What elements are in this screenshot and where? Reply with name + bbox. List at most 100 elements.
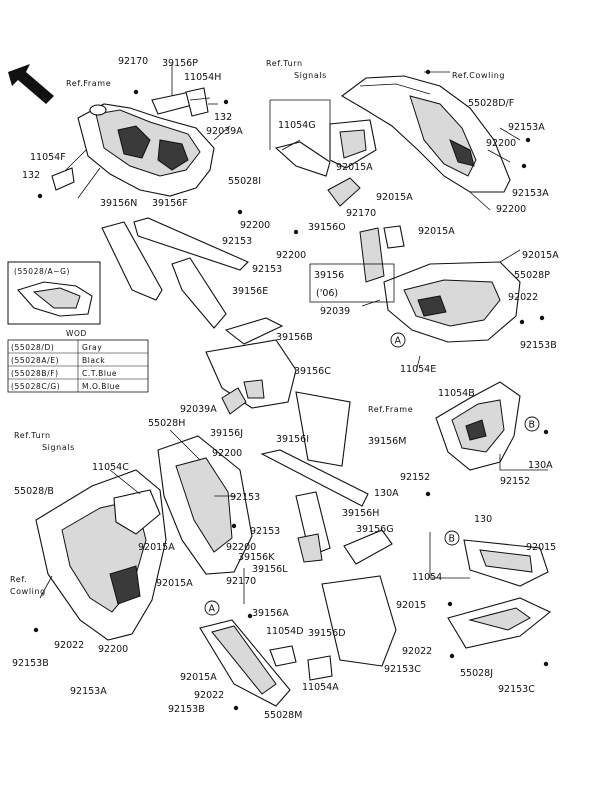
part-label: 92153A xyxy=(512,188,549,199)
pad-39156c xyxy=(205,339,297,409)
part-label: 92015A xyxy=(376,192,413,203)
part-label: 92153 xyxy=(252,264,282,275)
part-label: 92039 xyxy=(320,306,350,317)
part-label: 92200 xyxy=(486,138,516,149)
pad-39156o xyxy=(327,177,361,207)
bracket-11054f xyxy=(51,167,75,191)
bracket-11054g xyxy=(329,119,377,169)
part-label: 130 xyxy=(474,514,492,525)
year-note: ('06) xyxy=(316,288,338,299)
part-label: 39156G xyxy=(356,524,394,535)
ref-frame-label: Ref.Frame xyxy=(66,79,111,88)
part-label: 92153 xyxy=(222,236,252,247)
wod-color-4: M.O.Blue xyxy=(82,382,120,391)
part-label: 92200 xyxy=(212,448,242,459)
part-label: 92015 xyxy=(396,600,426,611)
svg-text:B: B xyxy=(449,534,456,545)
part-label: 11054G xyxy=(278,120,316,131)
part-label: 39156E xyxy=(232,286,268,297)
bracket-11054h xyxy=(185,87,211,117)
part-label: 55028I xyxy=(228,176,261,187)
part-label: 11054A xyxy=(302,682,339,693)
part-label: 92015A xyxy=(180,672,217,683)
pad-39156d xyxy=(321,575,397,667)
cover-55028j xyxy=(447,597,552,649)
part-label: 92153C xyxy=(384,664,421,675)
part-label: 39156D xyxy=(308,628,346,639)
part-label: 92200 xyxy=(496,204,526,215)
callout-b-upper: B xyxy=(524,416,540,432)
part-label: 92153 xyxy=(230,492,260,503)
pad-39156k xyxy=(297,533,323,563)
part-label: 92022 xyxy=(54,640,84,651)
upper-cowling-55028df xyxy=(341,75,511,193)
ref-turn-signals-label: Ref.Turn xyxy=(266,59,303,68)
side-fairing-55028h xyxy=(157,435,253,575)
ref-cowling-label: Ref.Cowling xyxy=(452,71,505,80)
part-label: 92153 xyxy=(250,526,280,537)
ref-turn-signals-left-2: Signals xyxy=(42,443,75,452)
part-label: 55028M xyxy=(264,710,302,721)
side-fairing-55028p xyxy=(383,261,521,343)
part-label: 39156O xyxy=(308,222,346,233)
part-label: 39156A xyxy=(252,608,289,619)
ref-cowling-left: Ref. xyxy=(10,575,27,584)
bracket-11054c xyxy=(113,489,161,535)
part-label: 11054E xyxy=(400,364,436,375)
part-label: 132 xyxy=(214,112,232,123)
part-label: 55028H xyxy=(148,418,185,429)
part-label: 92022 xyxy=(194,690,224,701)
part-label: 92152 xyxy=(400,472,430,483)
part-label: 92015A xyxy=(138,542,175,553)
part-label: 39156M xyxy=(368,436,406,447)
part-label: 92153B xyxy=(168,704,205,715)
wod-color-1: Gray xyxy=(82,343,102,352)
part-labels: 92170 39156P 11054H 132 92039A 11054F 13… xyxy=(12,56,559,721)
wod-code-4: (55028C/G) xyxy=(11,382,60,391)
part-label: 92022 xyxy=(508,292,538,303)
year-note-frame xyxy=(309,263,395,303)
part-label: 92153C xyxy=(498,684,535,695)
svg-text:B: B xyxy=(529,420,536,431)
pad-39156n xyxy=(101,221,163,301)
ref-turn-signals-label-2: Signals xyxy=(294,71,327,80)
part-label: 92200 xyxy=(276,250,306,261)
pad-39156h xyxy=(260,449,369,507)
part-label: 92015A xyxy=(418,226,455,237)
part-label: 39156H xyxy=(342,508,379,519)
part-label: 92022 xyxy=(402,646,432,657)
part-label: 92152 xyxy=(500,476,530,487)
pad-39156e xyxy=(171,257,227,329)
part-label: 92153A xyxy=(70,686,107,697)
wod-title: WOD xyxy=(66,329,87,338)
part-label: 92039A xyxy=(206,126,243,137)
ref-frame-label-right: Ref.Frame xyxy=(368,405,413,414)
part-label: 55028P xyxy=(514,270,550,281)
part-label: 39156 xyxy=(314,270,344,281)
wod-code-1: (55028/D) xyxy=(11,343,54,352)
part-label: 39156B xyxy=(276,332,313,343)
part-label: 92015A xyxy=(522,250,559,261)
part-label: 92170 xyxy=(118,56,148,67)
bracket-11054d xyxy=(269,645,297,667)
part-label: 11054B xyxy=(438,388,475,399)
part-label: 11054 xyxy=(412,572,442,583)
part-label: 55028/B xyxy=(14,486,54,497)
callout-b-lower: B xyxy=(444,530,460,546)
part-label: 92015A xyxy=(156,578,193,589)
part-label: 39156N xyxy=(100,198,137,209)
part-label: 11054F xyxy=(30,152,66,163)
pad-39156g xyxy=(295,491,331,557)
pad-39156j xyxy=(221,387,247,415)
wod-color-3: C.T.Blue xyxy=(82,369,117,378)
svg-text:A: A xyxy=(395,336,402,347)
wod-color-2: Black xyxy=(82,356,105,365)
wod-code-2: (55028A/E) xyxy=(11,356,59,365)
part-label: 39156I xyxy=(276,434,309,445)
part-label: 92200 xyxy=(226,542,256,553)
part-label: 130A xyxy=(528,460,553,471)
svg-text:A: A xyxy=(209,604,216,615)
part-label: 39156K xyxy=(238,552,275,563)
